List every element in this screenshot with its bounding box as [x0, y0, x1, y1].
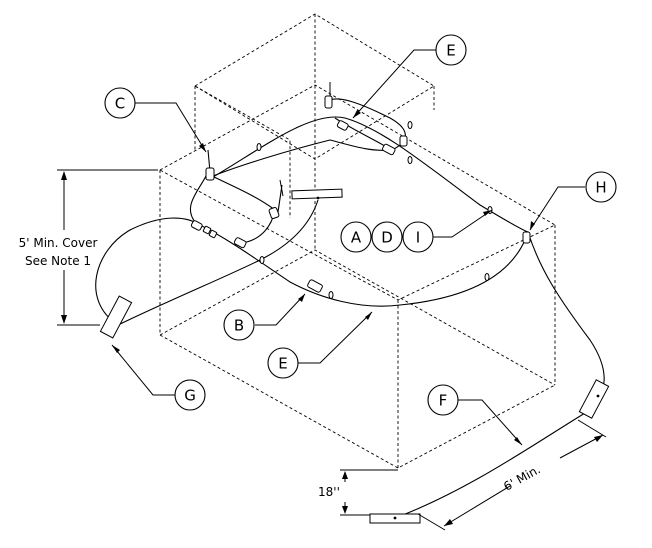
- ground-rod-g: [99, 295, 133, 339]
- ground-rod-right: [578, 379, 610, 419]
- callout-i: I: [402, 221, 434, 253]
- callout-e-top-label: E: [446, 42, 455, 60]
- callout-e-top: E: [435, 34, 467, 66]
- cable-routing: [95, 98, 605, 519]
- callout-b-label: B: [234, 317, 244, 335]
- callout-c-label: C: [115, 95, 125, 113]
- callout-g-label: G: [184, 387, 196, 405]
- callout-h: H: [585, 171, 617, 203]
- callout-g: G: [174, 379, 206, 411]
- splice-b: [307, 279, 323, 293]
- callout-a-label: A: [351, 229, 362, 247]
- callout-e-bottom: E: [267, 347, 299, 379]
- connector-c: [205, 167, 215, 181]
- cover-note-line2: See Note 1: [25, 254, 91, 268]
- cover-note-line1: 5' Min. Cover: [19, 236, 98, 250]
- callout-c: C: [104, 87, 136, 119]
- components: [99, 82, 610, 524]
- depth-dimension-label: 18'': [318, 485, 340, 499]
- callout-a: A: [340, 221, 372, 253]
- callout-f: F: [427, 384, 459, 416]
- callout-h-label: H: [595, 179, 606, 197]
- callout-d-label: D: [381, 229, 393, 247]
- dimensions: [57, 169, 607, 531]
- callout-d: D: [371, 221, 403, 253]
- length-dimension-label: 6' Min.: [501, 462, 543, 494]
- upper-box-outline: [194, 13, 435, 240]
- connector-h: [522, 231, 531, 244]
- callout-b: B: [223, 309, 255, 341]
- callout-i-label: I: [416, 229, 420, 247]
- lower-box-outline: [159, 84, 556, 469]
- callout-f-label: F: [439, 392, 448, 410]
- leader-lines: [111, 49, 585, 446]
- callout-e-bottom-label: E: [278, 355, 287, 373]
